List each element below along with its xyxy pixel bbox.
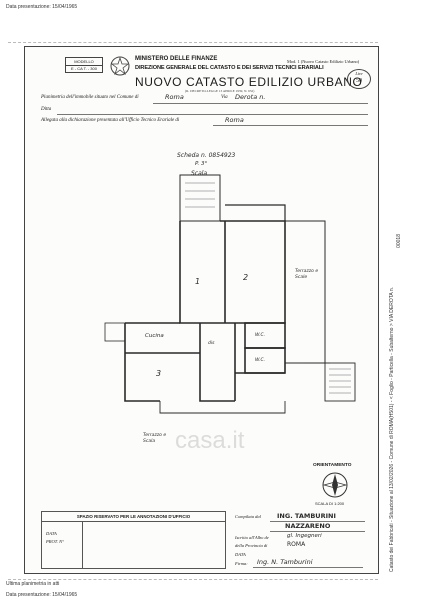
- planimetria-label: Planimetria dell'immobile situato nel Co…: [41, 95, 139, 100]
- room-2-label: 2: [243, 273, 249, 282]
- compiler-underline-1: [270, 521, 365, 522]
- watermark: casa.it: [175, 427, 245, 454]
- scala-label: Scala: [191, 170, 208, 177]
- firma-label: Firma:: [235, 561, 248, 566]
- direction-title: DIREZIONE GENERALE DEL CATASTO E DEI SER…: [135, 65, 324, 71]
- allegata-underline: [213, 125, 368, 126]
- comune-underline: [153, 103, 368, 104]
- disimpegno-label: dis: [208, 341, 215, 346]
- ufficio-value: Roma: [225, 116, 244, 124]
- scale-label: SCALA DI 1:200: [315, 501, 345, 506]
- republic-emblem-icon: [110, 56, 130, 76]
- cucina-label: Cucina: [145, 333, 164, 339]
- ultima-planimetria-note: Ultima planimetria in atti: [6, 581, 60, 587]
- comune-value: Roma: [165, 93, 184, 101]
- bottom-presentation-date: Data presentazione: 15/04/1965: [6, 592, 78, 598]
- compiler-name-line1: ING. TAMBURINI: [277, 512, 336, 520]
- cadastral-sheet: MODELLO E - CA T. - 300 MINISTERO DELLE …: [24, 46, 379, 574]
- office-data-label: DATA: [46, 531, 57, 536]
- ditta-underline: [57, 114, 368, 115]
- provincia-label: della Provincia di: [235, 543, 268, 548]
- lire-label: Lire: [355, 71, 363, 76]
- office-box-left-column: DATA PROT. N°: [42, 521, 83, 568]
- via-value: Derota n.: [235, 93, 266, 101]
- compass-rose-icon: [322, 472, 348, 498]
- model-badge-top: MODELLO: [74, 59, 94, 64]
- provincia-value: ROMA: [287, 541, 306, 548]
- compiler-name-line2: NAZZARENO: [285, 522, 331, 530]
- model-badge: MODELLO E - CA T. - 300: [65, 57, 103, 73]
- ministry-title: MINISTERO DELLE FINANZE: [135, 56, 218, 62]
- firma-signature: Ing. N. Tamburini: [257, 558, 313, 566]
- piano-label: P. 3°: [195, 161, 208, 167]
- modello-label: Mod. 1 (Nuovo Catasto Edilizio Urbano): [287, 59, 360, 64]
- office-annotations-box: SPAZIO RISERVATO PER LE ANNOTAZIONI D'UF…: [41, 511, 226, 569]
- compiler-underline-2: [270, 531, 365, 532]
- document-title: NUOVO CATASTO EDILIZIO URBANO: [135, 75, 363, 89]
- wc-label-1: W.C.: [255, 333, 266, 338]
- terrazzo-bottom-label: Terrazzo e Scala: [143, 433, 167, 444]
- albo-value: gl. Ingegneri: [287, 533, 322, 539]
- top-cut-line: [8, 42, 378, 43]
- room-1-label: 1: [195, 277, 201, 286]
- compilata-label: Compilata dal: [235, 514, 261, 519]
- bottom-cut-line: [8, 579, 378, 580]
- firma-underline: [253, 567, 363, 568]
- ditta-label: Ditta: [41, 107, 52, 112]
- office-box-title: SPAZIO RISERVATO PER LE ANNOTAZIONI D'UF…: [42, 512, 225, 522]
- model-badge-bottom: E - CA T. - 300: [66, 65, 102, 72]
- top-presentation-date: Data presentazione: 15/04/1965: [6, 4, 78, 10]
- allegata-label: Allegata alla dichiarazione presentata a…: [41, 118, 180, 123]
- via-label: Via: [221, 95, 228, 100]
- decree-subtitle: (R. DECRETO-LEGGE 13 APRILE 1939, N. 652…: [185, 89, 255, 93]
- wc-label-2: W.C.: [255, 358, 266, 363]
- lire-value: 50: [356, 78, 362, 84]
- iscritto-label: Iscritto all'Albo de: [235, 535, 269, 540]
- orientation-label: ORIENTAMENTO: [313, 463, 352, 468]
- room-3-label: 3: [156, 369, 162, 378]
- lire-stamp: Lire 50: [347, 69, 371, 89]
- compiler-data-label: DATA: [235, 552, 246, 557]
- terrazzo-right-label: Terrazzo e Scale: [295, 269, 319, 280]
- scheda-number: Scheda n. 0854923: [177, 152, 236, 159]
- side-cadastral-info: Catasto dei Fabbricati - Situazione al 1…: [389, 286, 395, 572]
- floor-plan: [104, 174, 356, 414]
- side-code: 00018: [396, 234, 402, 248]
- office-prot-label: PROT. N°: [46, 539, 64, 544]
